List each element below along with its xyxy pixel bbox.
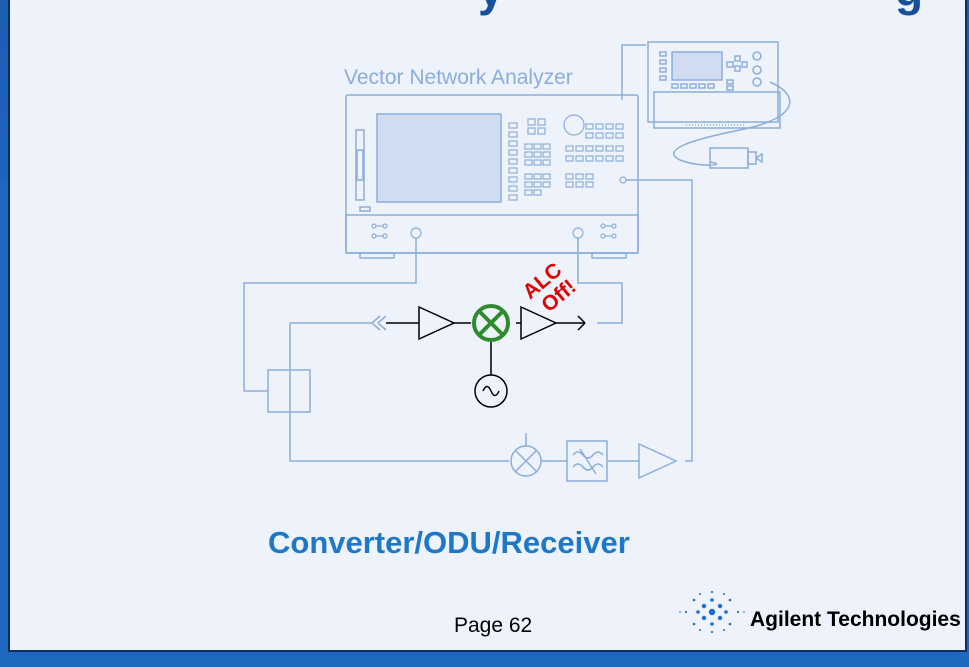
agilent-spark-logo [679, 590, 745, 634]
content-card: ALC Off! Vector Network Analyzer Convert… [8, 0, 967, 652]
system-diagram: ALC Off! [243, 41, 791, 634]
power-meter-icon [621, 41, 791, 166]
power-sensor-icon [709, 147, 763, 169]
svg-text:y: y [478, 0, 504, 16]
vector-network-analyzer [345, 94, 639, 259]
brand-name: Agilent Technologies [750, 608, 961, 631]
instrument-label: Vector Network Analyzer [344, 66, 573, 89]
clipped-title: y g [478, 0, 923, 16]
page-number: Page 62 [454, 614, 533, 637]
alc-off-callout: ALC Off! [518, 258, 580, 316]
svg-text:g: g [895, 0, 923, 16]
device-caption: Converter/ODU/Receiver [268, 525, 630, 560]
amplifier-icon [638, 442, 678, 480]
mixer-icon [472, 304, 510, 342]
